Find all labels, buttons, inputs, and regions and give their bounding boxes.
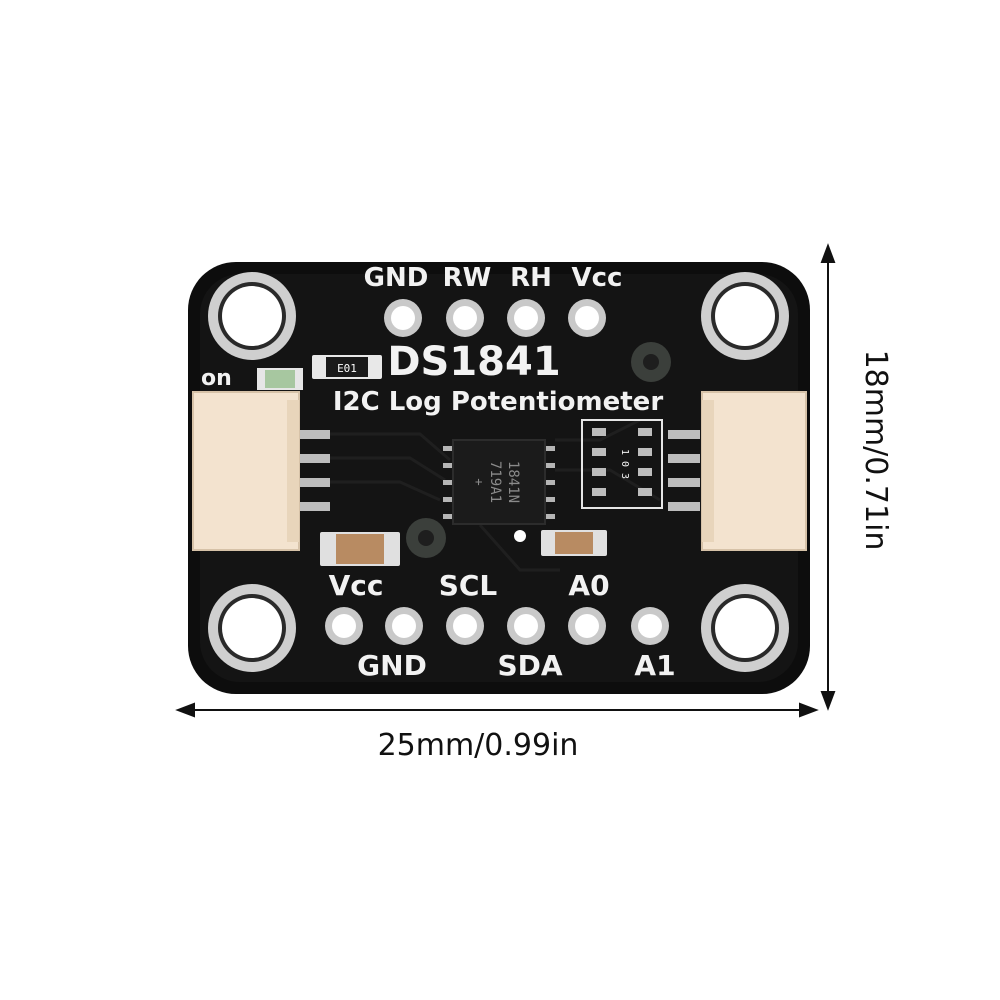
via-middle: [406, 518, 446, 558]
smd-resistor-2: [541, 530, 607, 556]
bottom-label-vcc: Vcc: [329, 569, 384, 602]
power-led: [257, 368, 303, 390]
mounting-hole-bottom-right: [701, 584, 789, 672]
top-pin-pads: [384, 299, 606, 337]
top-pin-label-rw: RW: [443, 263, 492, 293]
jumper-label: 1 0 3: [619, 449, 630, 479]
mounting-hole-top-left: [208, 272, 296, 360]
bottom-label-sda: SDA: [497, 649, 562, 682]
width-dimension-arrow: [175, 702, 819, 718]
ic-chip: 1841N 719A1 +: [443, 439, 555, 525]
resistor-code: E01: [337, 362, 357, 375]
top-pin-label-gnd: GND: [364, 263, 429, 293]
width-dimension-label: 25mm/0.99in: [378, 728, 579, 763]
power-led-label: on: [201, 366, 232, 391]
fiducial-dot: [514, 530, 526, 542]
bottom-pin-pads: [325, 607, 669, 645]
mounting-hole-bottom-left: [208, 584, 296, 672]
left-jst-connector: [192, 391, 330, 551]
mounting-hole-top-right: [701, 272, 789, 360]
chip-marking-3: +: [472, 478, 486, 485]
address-jumper-block: 1 0 3: [581, 419, 663, 509]
bottom-label-gnd: GND: [357, 649, 427, 682]
board-subtitle: I2C Log Potentiometer: [333, 387, 663, 417]
top-pin-label-rh: RH: [510, 263, 552, 293]
height-dimension-label: 18mm/0.71in: [858, 350, 893, 551]
height-dimension-arrow: [820, 243, 836, 711]
smd-capacitor: [320, 532, 400, 566]
via-top: [631, 342, 671, 382]
smd-resistor: E01: [312, 355, 382, 379]
board-title: DS1841: [387, 339, 560, 385]
chip-marking-1: 1841N: [505, 461, 521, 503]
chip-marking-2: 719A1: [487, 461, 503, 503]
right-jst-connector: [668, 391, 807, 551]
bottom-label-a1: A1: [634, 649, 675, 682]
top-pin-label-vcc: Vcc: [572, 263, 623, 293]
bottom-label-a0: A0: [568, 569, 609, 602]
bottom-label-scl: SCL: [439, 569, 498, 602]
